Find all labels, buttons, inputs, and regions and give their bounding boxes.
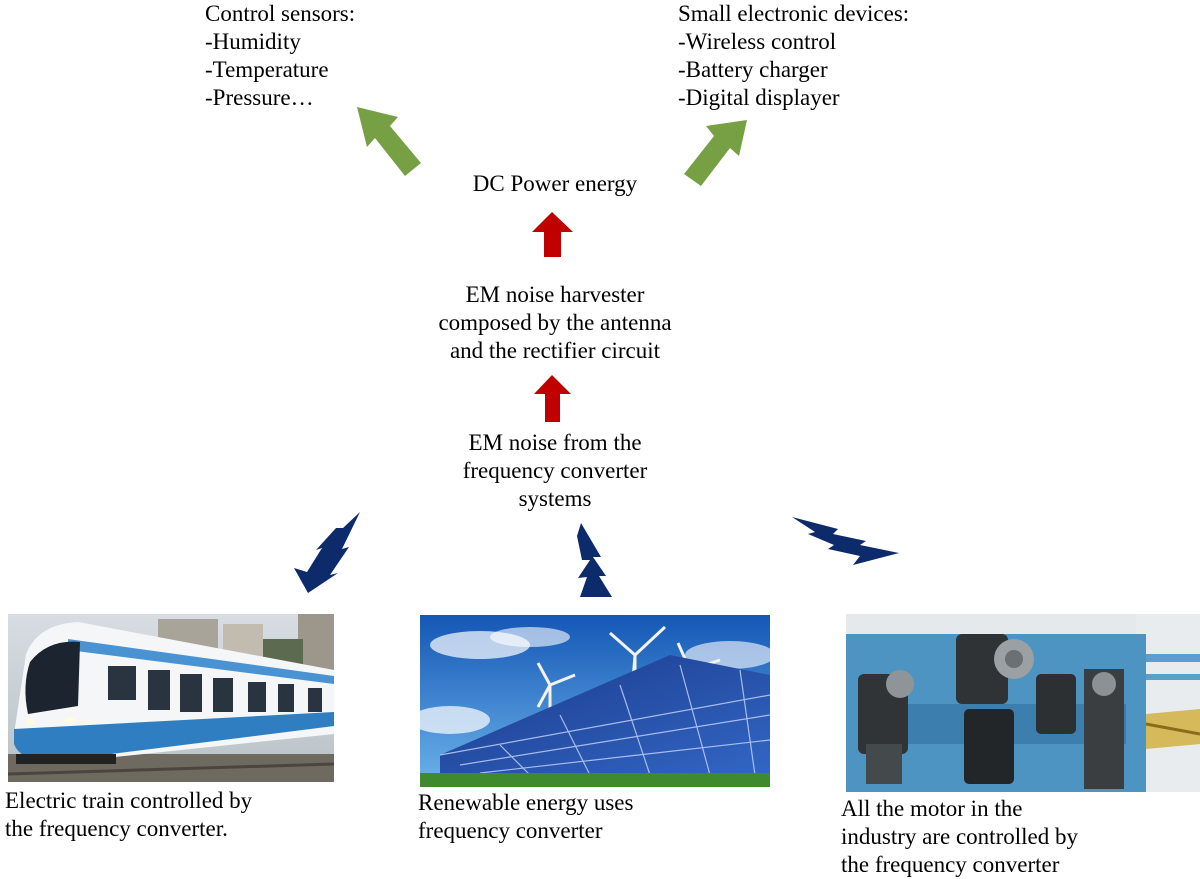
motor-caption-line-2: industry are controlled by bbox=[841, 824, 1078, 849]
dc-power-label: DC Power energy bbox=[472, 171, 638, 196]
renewable-caption-line-1: Renewable energy uses bbox=[418, 790, 634, 815]
renewable-energy-photo bbox=[420, 615, 770, 787]
renewable-caption-line-2: frequency converter bbox=[418, 818, 603, 843]
motor-caption: All the motor in the industry are contro… bbox=[841, 795, 1078, 879]
lightning-bolt-left bbox=[294, 512, 360, 593]
green-arrow-left bbox=[357, 107, 421, 176]
small-devices-block: Small electronic devices: -Wireless cont… bbox=[678, 0, 909, 112]
red-arrow-lower bbox=[534, 375, 571, 422]
em-noise-line-3: systems bbox=[518, 486, 592, 511]
train-caption-line-1: Electric train controlled by bbox=[5, 788, 253, 813]
electric-train-photo bbox=[8, 614, 334, 782]
harvester-line-1: EM noise harvester bbox=[465, 282, 645, 307]
harvester-line-2: composed by the antenna bbox=[438, 310, 672, 335]
em-noise-line-1: EM noise from the bbox=[468, 430, 642, 455]
device-item-display: -Digital displayer bbox=[678, 85, 840, 110]
train-caption: Electric train controlled by the frequen… bbox=[5, 787, 252, 843]
lightning-bolt-center bbox=[577, 523, 612, 597]
green-arrow-right bbox=[684, 120, 747, 186]
control-sensors-title: Control sensors: bbox=[205, 1, 356, 26]
industrial-motor-photo bbox=[846, 614, 1200, 792]
motor-caption-line-1: All the motor in the bbox=[841, 796, 1023, 821]
lightning-bolt-right bbox=[792, 517, 899, 565]
renewable-caption: Renewable energy uses frequency converte… bbox=[418, 789, 633, 845]
harvester-line-3: and the rectifier circuit bbox=[449, 338, 661, 363]
red-arrow-upper bbox=[532, 212, 573, 257]
small-devices-title: Small electronic devices: bbox=[678, 1, 910, 26]
control-sensors-block: Control sensors: -Humidity -Temperature … bbox=[205, 0, 355, 112]
device-item-wireless: -Wireless control bbox=[678, 29, 837, 54]
sensor-item-pressure: -Pressure… bbox=[205, 85, 314, 110]
device-item-battery: -Battery charger bbox=[678, 57, 828, 82]
train-caption-line-2: the frequency converter. bbox=[5, 816, 228, 841]
motor-caption-line-3: the frequency converter bbox=[841, 852, 1060, 877]
em-noise-line-2: frequency converter bbox=[462, 458, 648, 483]
em-noise-block: EM noise from the frequency converter sy… bbox=[380, 429, 730, 513]
sensor-item-temperature: -Temperature bbox=[205, 57, 329, 82]
harvester-block: EM noise harvester composed by the anten… bbox=[355, 281, 755, 365]
sensor-item-humidity: -Humidity bbox=[205, 29, 301, 54]
